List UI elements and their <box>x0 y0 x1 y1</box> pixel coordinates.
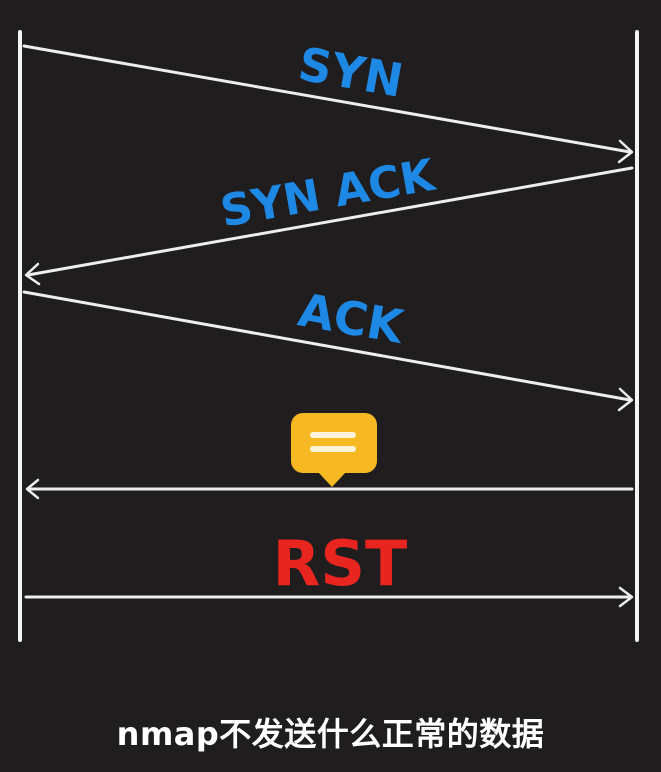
rst-arrow <box>24 586 634 608</box>
ack-arrow <box>22 290 634 412</box>
rst-label: RST <box>273 527 408 600</box>
syn-ack-arrow <box>24 166 634 286</box>
subtitle-caption: nmap不发送什么正常的数据 <box>116 715 545 753</box>
message-bubble-icon <box>291 413 377 487</box>
syn-arrow <box>22 44 634 164</box>
data-arrow <box>25 478 634 500</box>
syn-ack-label: SYN ACK <box>217 150 441 238</box>
